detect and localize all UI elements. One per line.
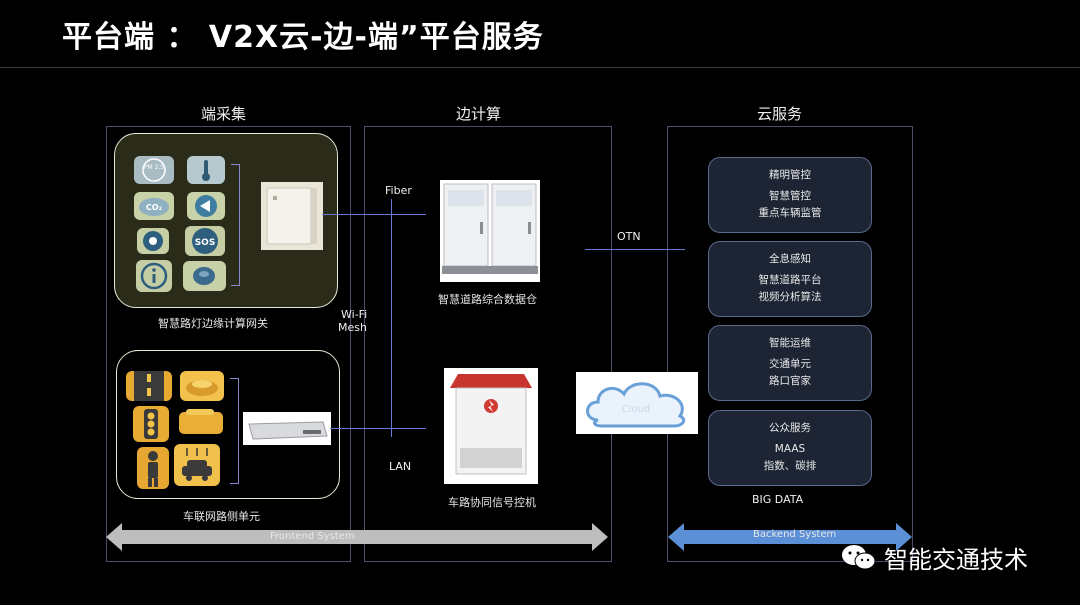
column-heading-cloud: 云服务 [757,105,803,123]
service-heading: 全息感知 [769,253,811,265]
rsu-bracket [230,378,239,484]
thermometer-icon [187,156,225,184]
datacenter-cabinet-image [440,180,540,282]
speaker-icon [187,192,225,220]
service-line: 路口官家 [769,375,811,387]
fiber-label: Fiber [385,184,412,197]
sensor-bracket [231,164,240,286]
service-heading: 公众服务 [769,422,811,434]
gateway-device-image [261,182,323,250]
service-line: 交通单元 [769,358,811,370]
signal-controller-caption: 车路协同信号控机 [448,496,536,509]
rsu-box-icon [176,406,226,438]
service-line: 重点车辆监管 [758,207,822,219]
rsu-device-image [243,412,331,445]
page-title: 平台端 ： V2X云-边-端”平台服务 [62,20,544,55]
service-line: 指数、碳排 [763,460,817,472]
service-box-public: 公众服务 MAAS 指数、碳排 [708,410,872,486]
cloud-icon: Cloud [576,372,698,434]
round-sensor-icon [183,261,226,291]
otn-link-line [585,249,685,250]
big-data-label: BIG DATA [752,493,804,506]
service-line: 智慧管控 [769,190,811,202]
service-line: 视频分析算法 [758,291,822,303]
co2-sensor-icon: CO₂ [134,192,174,220]
lan-label: LAN [389,460,412,473]
service-heading: 智能运维 [769,337,811,349]
service-box-operations: 智能运维 交通单元路口官家 [708,325,872,401]
pm25-sensor-icon: PM 2.5 [134,156,174,184]
lan-link-line [330,428,426,429]
service-heading: 精明管控 [769,169,811,181]
gateway-caption: 智慧路灯边缘计算网关 [158,317,268,330]
traffic-light-icon [133,406,169,442]
mesh-label: Mesh [338,321,367,334]
cloud-column-frame [667,126,913,562]
service-line: MAAS [774,443,806,455]
pedestrian-icon [137,447,169,489]
wechat-icon [842,544,876,569]
service-box-perception: 全息感知 智慧道路平台视频分析算法 [708,241,872,317]
service-line: 智慧道路平台 [758,274,822,286]
target-sensor-icon [137,228,169,254]
backend-system-label: Backend System [753,529,837,540]
car-wash-icon [174,444,220,486]
service-box-management: 精明管控 智慧管控重点车辆监管 [708,157,872,233]
sos-label: SOS [195,238,216,248]
sos-icon: SOS [185,226,225,256]
frontend-system-arrow [106,523,608,551]
info-icon [136,260,172,292]
terminal-column-frame [106,126,351,562]
backend-system-arrow [668,523,912,551]
rsu-unit-icon [180,371,224,401]
rsu-caption: 车联网路侧单元 [183,510,260,523]
watermark-text: 智能交通技术 [884,546,1028,574]
fiber-link-line [322,214,426,215]
wifi-label: Wi-Fi [341,308,368,321]
edge-column-frame [364,126,612,562]
co2-label: CO₂ [146,203,163,212]
road-lane-icon [126,371,172,401]
datacenter-caption: 智慧道路综合数据仓 [438,293,537,306]
otn-label: OTN [617,230,641,243]
frontend-system-label: Frontend System [270,531,355,542]
watermark: 智能交通技术 [840,540,1028,575]
column-heading-terminal: 端采集 [201,105,247,123]
pm-label: PM 2.5 [144,164,164,171]
column-heading-edge: 边计算 [456,105,502,123]
wifi-mesh-link-line [391,199,392,437]
title-divider [0,67,1080,68]
signal-controller-image [444,368,538,484]
cloud-image-text: Cloud [622,404,651,415]
